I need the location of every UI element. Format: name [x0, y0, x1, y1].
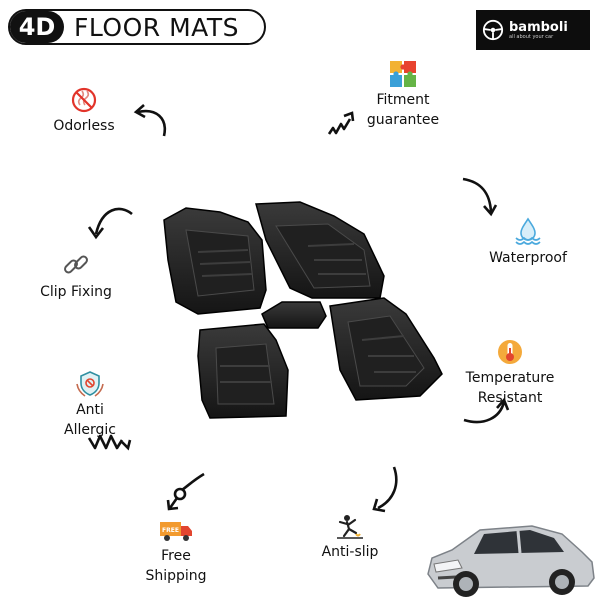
- feature-label-free-shipping: Free Shipping: [145, 548, 207, 584]
- feature-label-anti-allergic: Anti Allergic: [64, 402, 116, 438]
- truck-free-text: FREE: [162, 527, 179, 534]
- feature-free-shipping: FREE Free Shipping: [134, 518, 218, 586]
- curved-arrow-temperature: [463, 397, 510, 424]
- product-title-badge: 4D FLOOR MATS: [8, 9, 266, 45]
- water-drop-icon: [515, 217, 541, 245]
- steering-wheel-icon: [482, 19, 504, 41]
- car-image: [427, 525, 595, 597]
- curved-arrow-clip: [87, 207, 133, 240]
- feature-label-temperature: Temperature Resistant: [465, 370, 555, 406]
- slip-person-icon: [337, 515, 363, 539]
- feature-label-anti-slip: Anti-slip: [321, 544, 379, 560]
- badge-4d: 4D: [10, 11, 64, 43]
- feature-waterproof: Waterproof: [476, 216, 580, 268]
- feature-anti-allergic: Anti Allergic: [50, 370, 130, 440]
- brand-logo: bamboli all about your car: [476, 10, 590, 50]
- feature-clip-fixing: Clip Fixing: [28, 250, 124, 302]
- feature-temperature: Temperature Resistant: [452, 338, 568, 408]
- feature-label-clip-fixing: Clip Fixing: [40, 284, 112, 300]
- clip-link-icon: [64, 255, 88, 274]
- badge-floor-mats: FLOOR MATS: [74, 12, 239, 42]
- feature-anti-slip: Anti-slip: [310, 514, 390, 562]
- brand-name: bamboli: [509, 19, 568, 35]
- feature-label-waterproof: Waterproof: [489, 250, 567, 266]
- squiggle-arrow-fitment: [327, 111, 355, 135]
- delivery-truck-icon: FREE: [160, 522, 192, 541]
- no-odor-icon: [71, 87, 97, 113]
- feature-fitment: Fitment guarantee: [358, 60, 448, 130]
- brand-tagline: all about your car: [509, 33, 554, 40]
- loop-arrow-shipping: [166, 472, 205, 511]
- curved-arrow-odorless: [133, 104, 167, 137]
- feature-odorless: Odorless: [44, 86, 124, 136]
- puzzle-icon: [390, 61, 416, 87]
- allergen-shield-icon: [76, 371, 104, 397]
- feature-label-odorless: Odorless: [53, 118, 115, 134]
- curved-arrow-antislip: [372, 466, 398, 513]
- floor-mats-image: [163, 201, 443, 419]
- feature-label-fitment: Fitment guarantee: [366, 92, 440, 128]
- thermometer-icon: [498, 340, 522, 364]
- squiggle-arrow-allergic: [87, 434, 132, 451]
- curved-arrow-waterproof: [462, 177, 498, 217]
